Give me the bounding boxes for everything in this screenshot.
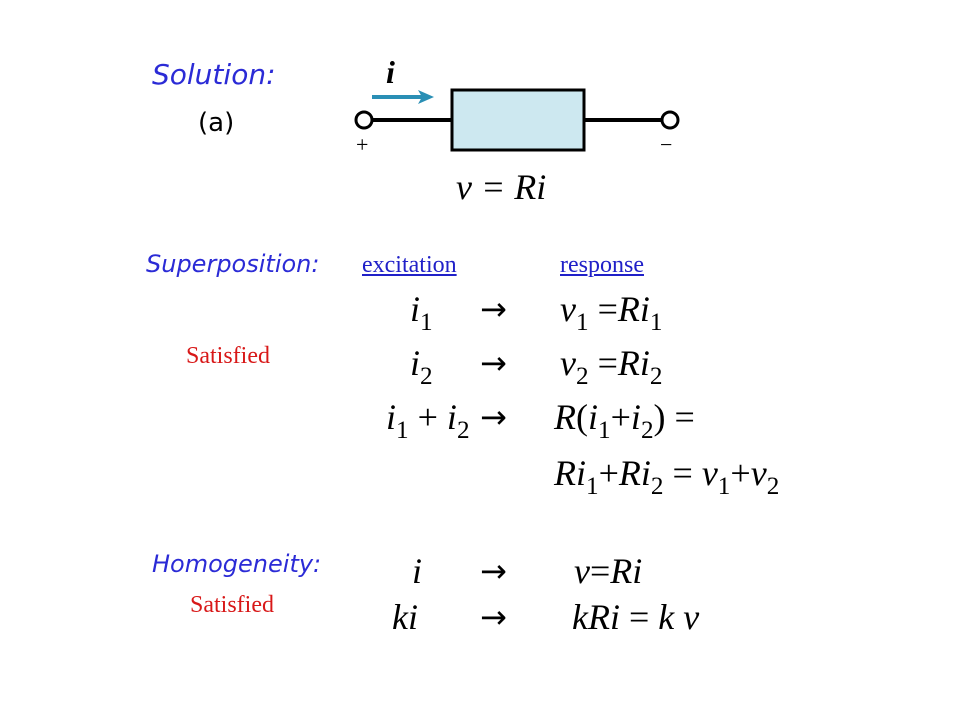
ohms-law-equation: v = Ri [456,167,547,207]
superposition-title: Superposition: [146,250,320,278]
response-v1: v1 =Ri1 [560,289,663,336]
arrow-row1: → [480,290,507,328]
response-v2: v2 =Ri2 [560,343,663,390]
arrow-row3: → [480,398,507,436]
response-header: response [560,252,644,278]
excitation-i2: i2 [410,343,433,390]
plus-sign: + [356,132,369,157]
excitation-i: i [412,551,423,591]
left-terminal [354,110,374,130]
resistor-circuit [354,88,680,152]
homogeneity-title: Homogeneity: [152,550,322,578]
arrow-homog2: → [480,598,507,636]
response-kv: kRi = k v [572,597,700,637]
arrow-row2: → [480,344,507,382]
current-arrow-head [418,90,434,104]
current-label: i [386,54,395,90]
solution-title: Solution: [152,58,276,91]
excitation-sum: i1 + i2 [386,397,470,444]
response-v: v=Ri [574,551,643,591]
excitation-header: excitation [362,252,457,278]
superposition-status: Satisfied [186,343,270,369]
homogeneity-status: Satisfied [190,592,274,618]
arrow-homog1: → [480,552,507,590]
excitation-ki: ki [392,597,418,637]
part-label: (a) [198,108,235,138]
resistor-box [450,88,586,152]
slide: Solution: (a) i + − v = Ri Superposition… [134,40,826,675]
response-sum-line2: Ri1+Ri2 = v1+v2 [554,453,780,500]
response-sum-line1: R(i1+i2) = [554,397,695,444]
minus-sign: − [660,132,673,157]
excitation-i1: i1 [410,289,433,336]
right-terminal [660,110,680,130]
